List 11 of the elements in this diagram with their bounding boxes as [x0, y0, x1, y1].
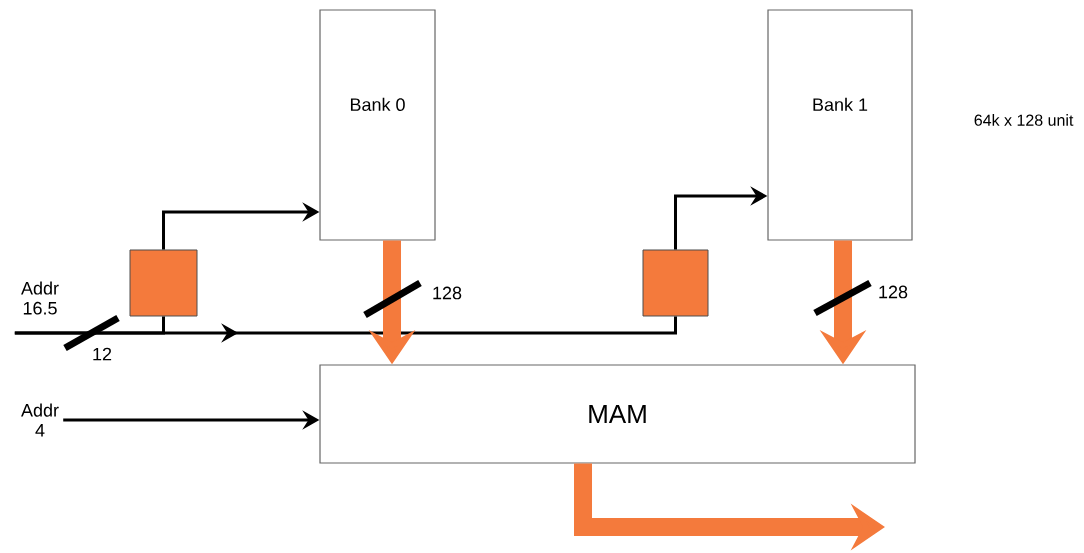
capacity-label: 64k x 128 unit: [974, 114, 1074, 126]
memory-bank-box: Bank 0: [319, 9, 436, 241]
memory-bank-box: Bank 1: [767, 9, 913, 241]
edge-label: 128: [879, 285, 908, 299]
latch-box: [642, 249, 709, 317]
module-box: MAM: [319, 364, 916, 464]
input-label: Addr 4: [21, 403, 59, 437]
input-label: Addr 16.5: [21, 281, 59, 315]
edge-label: 128: [433, 286, 462, 300]
latch-box: [129, 249, 198, 317]
edge-label: 12: [93, 347, 112, 361]
